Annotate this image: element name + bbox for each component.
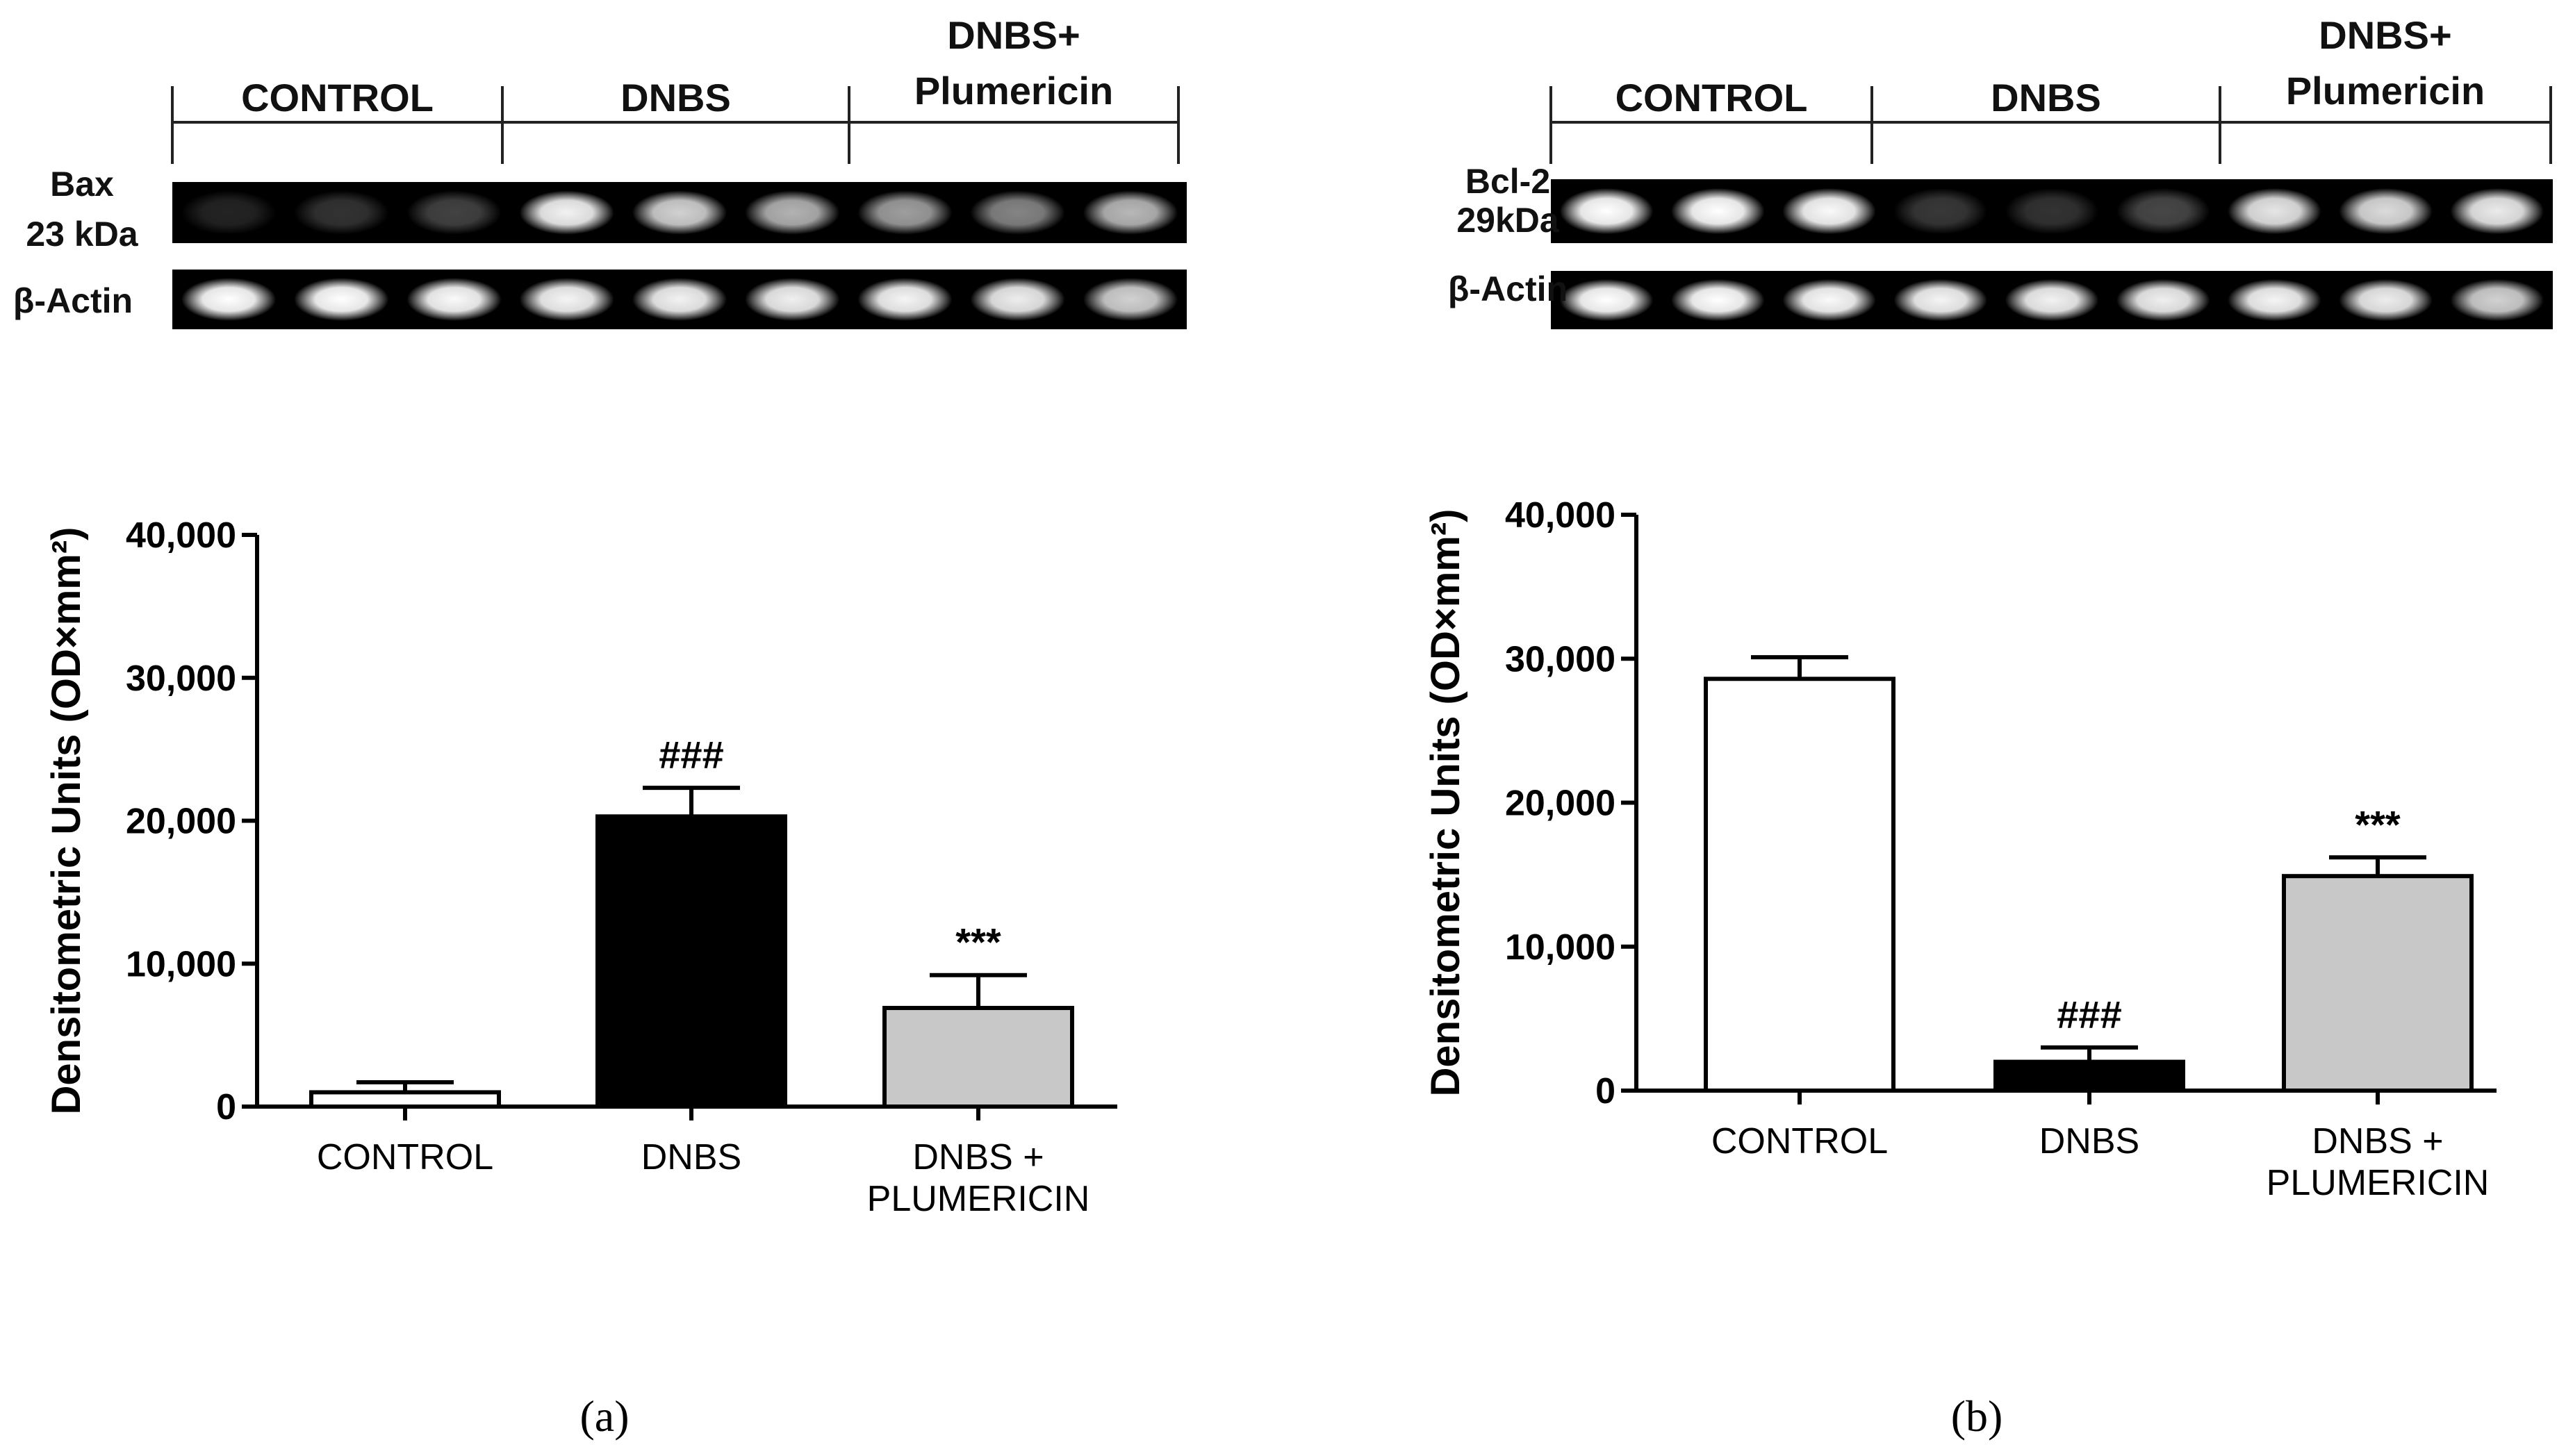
blot-band [406,278,502,321]
blot-band [745,190,840,235]
blot-band [2339,188,2433,235]
category-label: DNBS + [2312,1121,2443,1161]
blot-band [2005,188,2099,235]
blot-group-label: DNBS [1991,76,2101,119]
y-tick-label: 0 [1595,1071,1615,1111]
blot-group-label: DNBS+ [2319,13,2451,57]
blot-group-label: CONTROL [1615,76,1808,119]
blot-band [2116,188,2210,235]
blot-band [1893,188,1988,235]
y-tick-label: 0 [216,1087,236,1127]
blot-band [2228,188,2321,235]
blot-band [857,278,953,321]
bar-chart: 0 10,000 20,000 30,000 40,000 Densitometric U… [44,515,1117,1219]
blot-row-label: β-Actin [1448,270,1568,308]
blot-band [1559,279,1654,322]
category-label: PLUMERICIN [867,1179,1090,1219]
blot-band [1782,279,1876,322]
blot-band [1782,188,1876,235]
blot-band [1671,279,1765,322]
category-label: CONTROL [317,1137,493,1177]
y-tick-label: 10,000 [126,944,236,984]
blot-row-label: 29kDa [1456,201,1560,240]
significance-marker: *** [955,920,1001,964]
blot-band [857,190,953,235]
bar [1993,1059,2185,1093]
category-label: DNBS + [912,1137,1044,1177]
blot-band [2005,279,2099,322]
blot-row-label: Bax [50,165,114,204]
y-axis-label: Densitometric Units (OD×mm²) [1423,509,1468,1097]
significance-marker: ### [659,733,723,777]
blot-band [1083,278,1178,321]
blot-group-label: Plumericin [2286,69,2485,113]
blot-band [2450,279,2544,322]
bar [595,814,787,1109]
blot-band [181,278,277,321]
blot-group-label: Plumericin [914,69,1113,113]
category-label: DNBS [2039,1121,2139,1161]
bar-chart: 0 10,000 20,000 30,000 40,000 Densitometric U… [1423,495,2497,1203]
bar [2282,874,2474,1093]
y-tick-label: 10,000 [1505,927,1615,968]
significance-marker: ### [2057,993,2121,1036]
bar [882,1006,1074,1109]
blot-band [970,278,1065,321]
blot-band [2228,279,2321,322]
blot-group-label: DNBS+ [947,13,1080,57]
blot-band [181,190,277,235]
blot-band [745,278,840,321]
blot-band [970,190,1065,235]
y-tick-label: 30,000 [1505,639,1615,679]
bar [1704,677,1895,1093]
blot-band [519,190,614,235]
category-label: CONTROL [1711,1121,1888,1161]
y-tick-label: 20,000 [126,802,236,842]
category-label: DNBS [641,1137,741,1177]
bar [309,1090,501,1109]
blot-band [294,278,389,321]
y-axis-label: Densitometric Units (OD×mm²) [44,527,89,1115]
y-tick-label: 40,000 [126,515,236,556]
blot-band [1559,188,1654,235]
blot-group-label: DNBS [620,76,731,119]
y-tick-label: 40,000 [1505,495,1615,536]
blot-band [1893,279,1988,322]
blot-band [2116,279,2210,322]
panel-label: (a) [579,1391,629,1441]
blot-row-label: 23 kDa [26,215,138,254]
significance-marker: *** [2355,802,2401,846]
blot-row-label: β-Actin [13,281,133,320]
blot-group-label: CONTROL [241,76,434,119]
y-tick-label: 30,000 [126,659,236,699]
blot-band [294,190,389,235]
blot-band [632,190,727,235]
blot-band [1671,188,1765,235]
blot-band [406,190,502,235]
blot-band [1083,190,1178,235]
y-tick-label: 20,000 [1505,784,1615,824]
blot-band [2339,279,2433,322]
blot-band [519,278,614,321]
category-label: PLUMERICIN [2267,1163,2490,1203]
blot-band [632,278,727,321]
panel-label: (b) [1951,1391,2003,1441]
blot-row-label: Bcl-2 [1465,162,1550,201]
blot-band [2450,188,2544,235]
